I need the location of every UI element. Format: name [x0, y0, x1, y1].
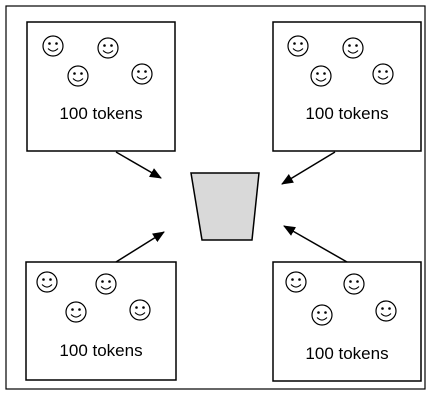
smiley-face-icon [310, 65, 332, 87]
smiley-face-icon [375, 300, 397, 322]
arrow-bottom-left-to-pot [115, 231, 165, 263]
group-label-bottom-right: 100 tokens [305, 344, 389, 363]
smiley-face-icon [95, 273, 117, 295]
group-label-top-right: 100 tokens [305, 104, 389, 123]
group-label-top-left: 100 tokens [59, 104, 143, 123]
arrow-top-left-to-pot [115, 151, 162, 179]
smiley-face-icon [129, 299, 151, 321]
smiley-face-icon [131, 63, 153, 85]
smiley-face-icon [285, 271, 307, 293]
smiley-face-icon [97, 37, 119, 59]
arrow-bottom-right-to-pot [283, 225, 348, 263]
smiley-face-icon [311, 304, 333, 326]
smiley-face-icon [343, 273, 365, 295]
smiley-face-icon [342, 37, 364, 59]
smiley-face-icon [372, 63, 394, 85]
smiley-face-icon [42, 35, 64, 57]
arrow-top-right-to-pot [281, 151, 336, 185]
pot-icon [190, 172, 260, 241]
smiley-face-icon [67, 65, 89, 87]
group-label-bottom-left: 100 tokens [59, 341, 143, 360]
smiley-face-icon [65, 301, 87, 323]
smiley-face-icon [36, 271, 58, 293]
smiley-face-icon [287, 35, 309, 57]
